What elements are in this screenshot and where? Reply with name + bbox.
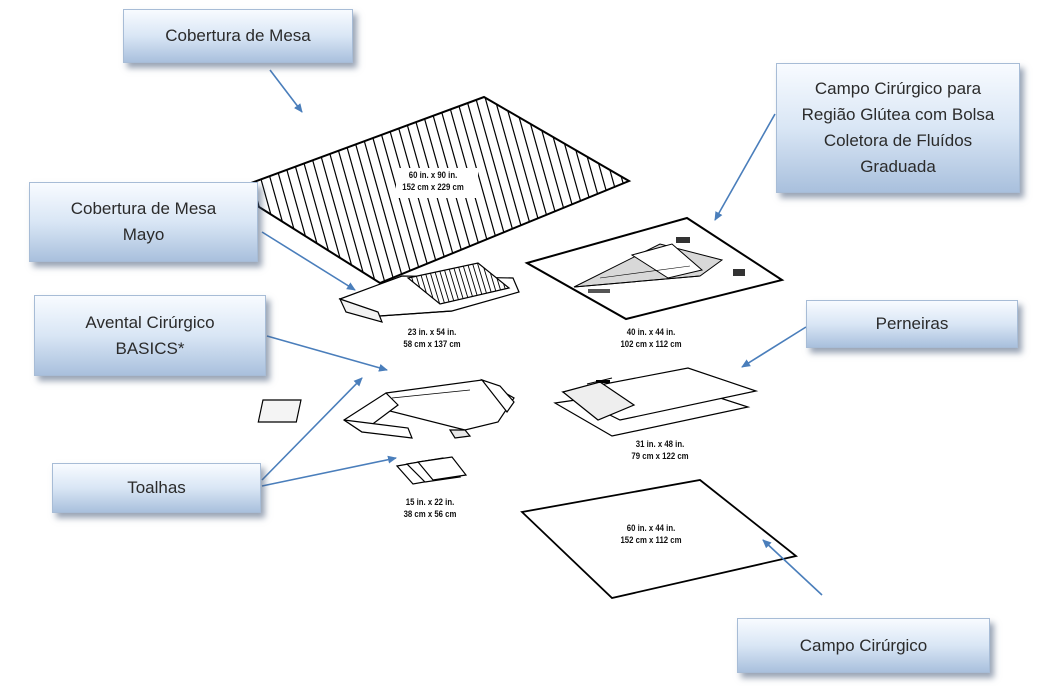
callout-arrows [261, 69, 823, 596]
callout-toalhas-text: Toalhas [127, 478, 186, 497]
dim-leggings-metric: 79 cm x 122 cm [631, 451, 689, 462]
dim-towels-imperial: 15 in. x 22 in. [405, 497, 455, 508]
dim-buttock-drape-imperial: 40 in. x 44 in. [626, 327, 676, 338]
callout-campo-gluteo: Campo Cirúrgico para Região Glútea com B… [776, 63, 1020, 193]
dim-table-cover: 60 in. x 90 in. 152 cm x 229 cm [402, 170, 464, 194]
callout-campo-cirurgico-text: Campo Cirúrgico [799, 635, 928, 655]
dim-table-cover-imperial: 60 in. x 90 in. [408, 170, 458, 181]
dim-towels: 15 in. x 22 in. 38 cm x 56 cm [404, 497, 457, 521]
dim-buttock-drape: 40 in. x 44 in. 102 cm x 112 cm [620, 327, 681, 351]
callout-cobertura-mesa-text: Cobertura de Mesa [165, 26, 311, 45]
leggings-illustration [553, 367, 759, 437]
dim-buttock-drape-metric: 102 cm x 112 cm [620, 339, 682, 350]
callout-cobertura-mayo-line1: Cobertura de Mesa [70, 199, 217, 218]
dim-mayo-cover-imperial: 23 in. x 54 in. [407, 327, 457, 338]
callout-perneiras-text: Perneiras [875, 314, 949, 333]
dim-leggings: 31 in. x 48 in. 79 cm x 122 cm [631, 439, 688, 463]
arrow-cobertura-mesa [269, 69, 303, 113]
dim-towels-metric: 38 cm x 56 cm [403, 509, 457, 520]
callout-toalhas: Toalhas [52, 463, 261, 513]
dim-mayo-cover: 23 in. x 54 in. 58 cm x 137 cm [403, 327, 460, 351]
callout-campo-gluteo-line1: Campo Cirúrgico para [814, 79, 982, 98]
callout-campo-cirurgico: Campo Cirúrgico [737, 618, 990, 673]
arrow-toalhas-1 [261, 377, 363, 481]
callout-cobertura-mayo: Cobertura de Mesa Mayo [29, 182, 258, 262]
buttock-drape-illustration [524, 216, 785, 321]
callout-cobertura-mayo-line2: Mayo [122, 225, 165, 244]
dim-drape-sheet-imperial: 60 in. x 44 in. [626, 523, 676, 534]
callout-perneiras: Perneiras [806, 300, 1018, 348]
dim-drape-sheet: 60 in. x 44 in. 152 cm x 112 cm [620, 523, 681, 547]
arrow-cobertura-mayo [261, 231, 356, 291]
arrow-campo-gluteo [714, 113, 776, 221]
callout-campo-gluteo-line4: Graduada [860, 157, 936, 176]
callout-campo-gluteo-line3: Coletora de Fluídos [823, 131, 973, 150]
drape-sheet-illustration [520, 479, 799, 599]
callout-avental: Avental Cirúrgico BASICS* [34, 295, 266, 376]
arrow-toalhas-2 [261, 455, 397, 487]
arrow-perneiras [741, 326, 807, 368]
callout-campo-gluteo-line2: Região Glútea com Bolsa [801, 105, 995, 124]
arrow-campo-cirurgico [762, 539, 823, 596]
arrow-avental [266, 335, 388, 372]
dim-mayo-cover-metric: 58 cm x 137 cm [403, 339, 461, 350]
dim-table-cover-metric: 152 cm x 229 cm [402, 182, 464, 193]
callout-avental-line2: BASICS* [115, 338, 185, 358]
dim-leggings-imperial: 31 in. x 48 in. [635, 439, 685, 450]
callout-avental-line1: Avental Cirúrgico [85, 312, 215, 332]
mayo-cover-illustration [338, 262, 520, 323]
dim-drape-sheet-metric: 152 cm x 112 cm [620, 535, 682, 546]
callout-cobertura-mesa: Cobertura de Mesa [123, 9, 353, 63]
gown-illustration [257, 378, 515, 439]
towels-illustration [395, 456, 468, 485]
